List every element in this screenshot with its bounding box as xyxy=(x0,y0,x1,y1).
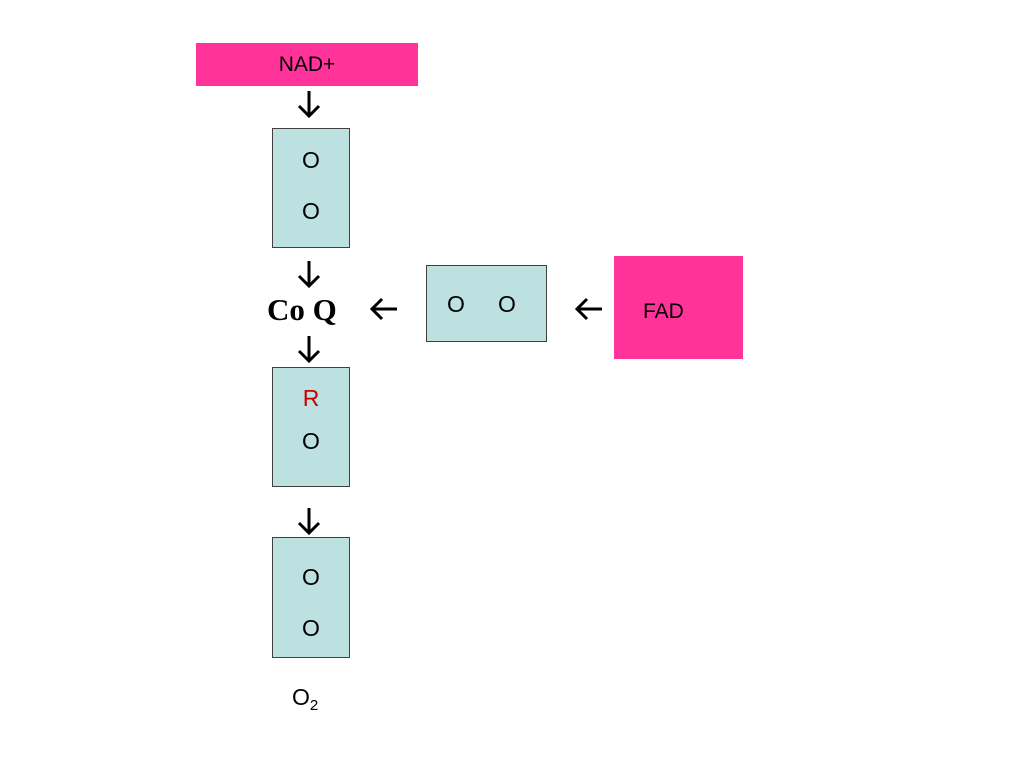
fad-box: FAD xyxy=(614,256,743,359)
nad-box: NAD+ xyxy=(196,43,418,86)
arrow-down-icon xyxy=(293,88,325,120)
coq-label: Co Q xyxy=(267,292,337,327)
oxygen-base: O xyxy=(292,684,310,710)
complex-4-box: O O xyxy=(272,537,350,658)
arrow-down-icon xyxy=(293,258,325,290)
complex-4-bottom-label: O xyxy=(302,615,320,641)
arrow-left-icon xyxy=(573,293,605,325)
complex-1-box: O O xyxy=(272,128,350,248)
complex-1-bottom-label: O xyxy=(302,198,320,224)
complex-3-bottom-label: O xyxy=(302,428,320,454)
complex-2-box: O O xyxy=(426,265,547,342)
arrow-down-icon xyxy=(293,505,325,537)
fad-label: FAD xyxy=(643,299,684,323)
complex-2-left-label: O xyxy=(447,291,465,317)
oxygen-label: O2 xyxy=(292,686,318,717)
complex-3-top-label: R xyxy=(302,385,320,411)
complex-4-top-label: O xyxy=(302,564,320,590)
complex-2-right-label: O xyxy=(498,291,516,317)
arrow-down-icon xyxy=(293,333,325,365)
complex-3-box: R O xyxy=(272,367,350,487)
complex-1-top-label: O xyxy=(302,147,320,173)
oxygen-subscript: 2 xyxy=(309,697,319,714)
arrow-left-icon xyxy=(368,293,400,325)
nad-label: NAD+ xyxy=(278,52,336,76)
